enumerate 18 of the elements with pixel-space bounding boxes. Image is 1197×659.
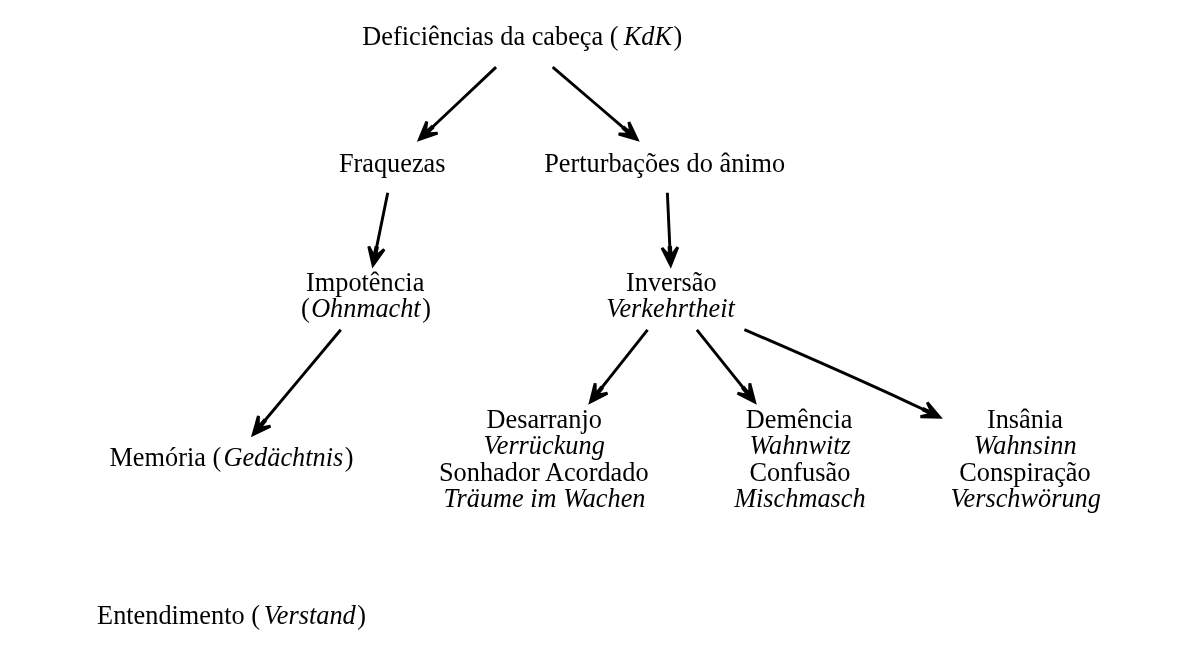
node-text: Insânia Wahnsinn Conspiração Verschwörung: [949, 404, 1101, 513]
node-text: Inversão Verkehrtheit: [605, 267, 735, 323]
arrow: [588, 328, 649, 404]
arrow: [743, 328, 941, 419]
arrow: [366, 192, 389, 267]
node-text: Memória (Gedächtnis): [108, 442, 354, 472]
node-text: Demência Wahnwitz Confusão Mischmasch: [733, 404, 866, 513]
node-text: Fraquezas: [338, 149, 446, 179]
arrow: [251, 328, 342, 436]
node-text: Perturbações do ânimo: [543, 149, 785, 179]
label: Entendimento (Verstand): [96, 600, 366, 630]
arrow: [660, 192, 679, 267]
node-text: Impotência (Ohnmacht): [300, 267, 431, 323]
node-text: Desarranjo Verrückung Sonhador Acordado Träume im Wachen: [438, 404, 649, 513]
arrow: [695, 328, 756, 404]
node-text: Deficiências da cabeça (KdK): [361, 22, 682, 52]
arrow: [551, 65, 639, 141]
arrow: [417, 66, 497, 141]
